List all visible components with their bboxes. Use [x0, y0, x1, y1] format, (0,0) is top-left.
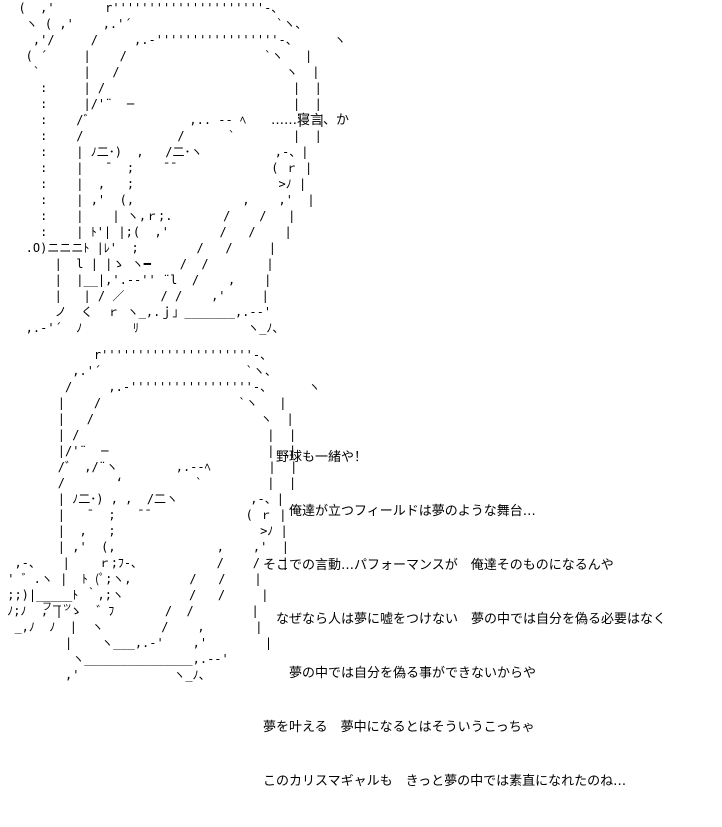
dialogue-line: ……寝言、か — [271, 113, 350, 128]
dialogue-block: ……寝言、か — [271, 76, 349, 166]
dialogue-line: 俺達が立つフィールドは夢のような舞台… — [263, 504, 536, 519]
dialogue-line: そこでの言動…パフォーマンスが 俺達そのものになるんや — [263, 558, 614, 573]
sound-effect-exhale: フーッ — [42, 602, 72, 613]
panel-two: r'''''''''''''''''''''-、 ,.'´ `ヽ、 / ,.-'… — [0, 335, 722, 789]
panel-one: ( ,' r'''''''''''''''''''''-、 ヽ ( ,' ,.'… — [0, 0, 722, 335]
dialogue-line: このカリスマギャルも きっと夢の中では素直になれたのね… — [263, 774, 627, 789]
dialogue-line: 夢を叶える 夢中になるとはそういうこっちゃ — [263, 720, 535, 735]
dialogue-line: 野球も一緒や！ — [263, 450, 368, 465]
dialogue-line: 夢の中では自分を偽る事ができないからや — [263, 666, 537, 681]
ascii-art-figure-smoking: ( ,' r'''''''''''''''''''''-、 ヽ ( ,' ,.'… — [18, 1, 346, 335]
dialogue-line: なぜなら人は夢に嘘をつけない 夢の中では自分を偽る必要はなく — [263, 612, 667, 627]
dialogue-block: 野球も一緒や！ 俺達が立つフィールドは夢のような舞台… そこでの言動…パフォーマ… — [263, 413, 666, 827]
